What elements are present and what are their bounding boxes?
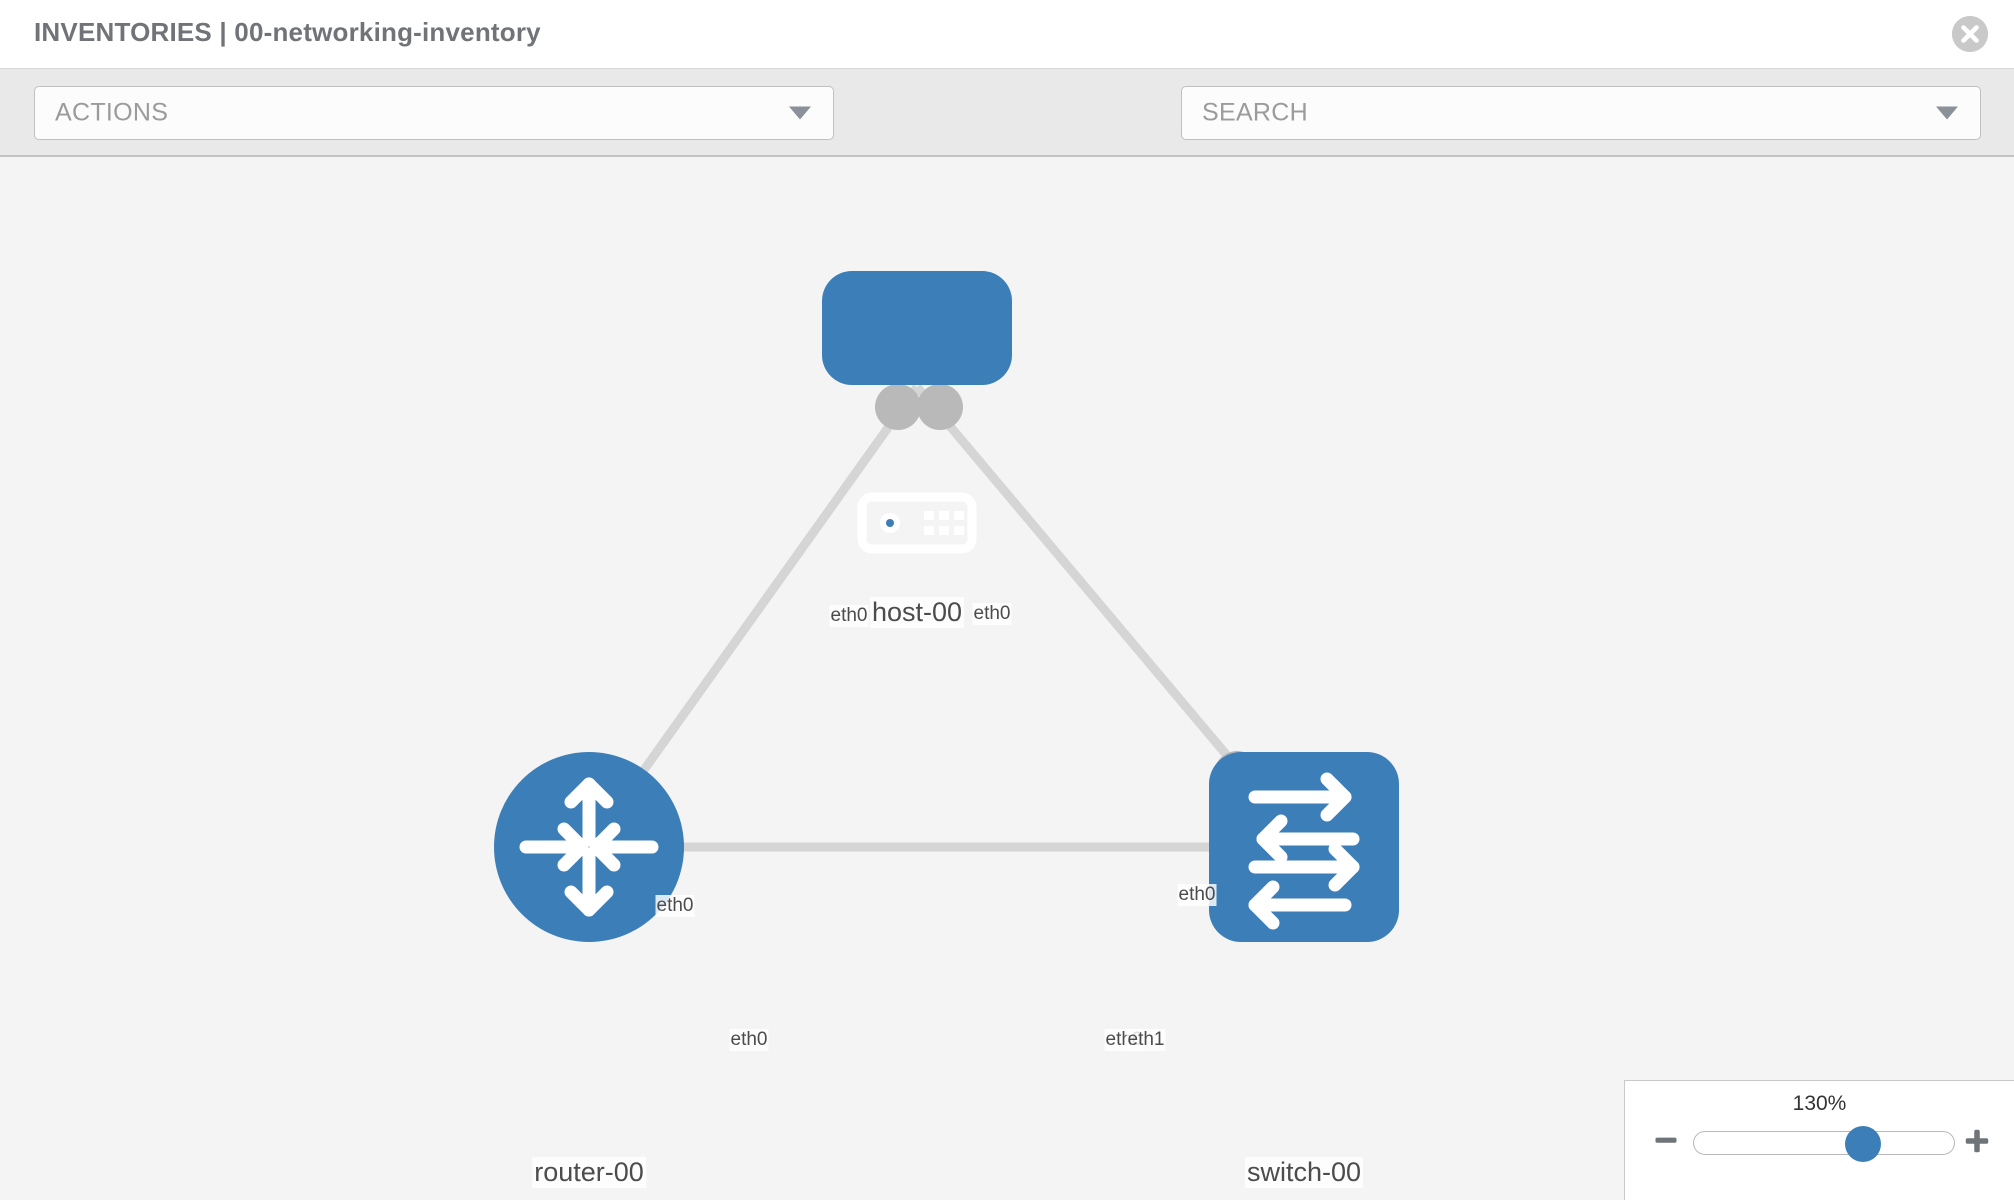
page-header: INVENTORIES | 00-networking-inventory — [0, 0, 2014, 69]
zoom-level-value: 130% — [1792, 1092, 1847, 1115]
chevron-down-icon — [1936, 106, 1958, 120]
node-label-host-00: host-00 — [869, 597, 965, 628]
zoom-out-button[interactable] — [1652, 1126, 1680, 1159]
router-node-shape[interactable] — [494, 752, 684, 942]
close-icon[interactable] — [1952, 16, 1988, 52]
node-host-00[interactable] — [822, 271, 1012, 554]
node-label-router-00: router-00 — [532, 1157, 646, 1188]
actions-dropdown-label: ACTIONS — [55, 98, 169, 127]
switch-arrows-icon — [1248, 772, 1360, 930]
switch-node-shape[interactable] — [1209, 752, 1399, 942]
endpoint-host-eth0-right — [917, 384, 963, 430]
iface-label-router-host: eth0 — [655, 895, 695, 917]
chevron-down-icon — [789, 106, 811, 120]
server-icon — [857, 492, 977, 554]
topology-graph — [494, 271, 1399, 942]
zoom-slider-thumb[interactable] — [1845, 1126, 1881, 1162]
zoom-slider[interactable] — [1693, 1126, 1955, 1162]
topology-canvas[interactable]: host-00 router-00 switch-00 eth0 eth0 et… — [0, 157, 2014, 1200]
page-title: INVENTORIES | 00-networking-inventory — [34, 17, 541, 47]
iface-label-switch-router-eth1: eth1 — [1126, 1029, 1166, 1051]
zoom-control-panel: 130% — [1624, 1080, 2014, 1200]
node-label-switch-00: switch-00 — [1244, 1157, 1364, 1188]
search-input[interactable]: SEARCH — [1181, 86, 1981, 140]
node-router-00[interactable] — [494, 752, 684, 942]
iface-label-switch-host: eth0 — [1177, 884, 1217, 906]
router-arrows-icon — [519, 777, 659, 917]
iface-label-host-router: eth0 — [829, 605, 869, 627]
actions-dropdown[interactable]: ACTIONS — [34, 86, 834, 140]
node-switch-00[interactable] — [1209, 752, 1399, 942]
iface-label-host-switch: eth0 — [972, 603, 1012, 625]
search-placeholder: SEARCH — [1202, 98, 1308, 127]
zoom-in-button[interactable] — [1962, 1126, 1992, 1161]
toolbar: ACTIONS SEARCH — [0, 69, 2014, 195]
host-node-shape[interactable] — [822, 271, 1012, 385]
iface-label-router-switch: eth0 — [729, 1029, 769, 1051]
endpoint-host-eth0-left — [875, 384, 921, 430]
